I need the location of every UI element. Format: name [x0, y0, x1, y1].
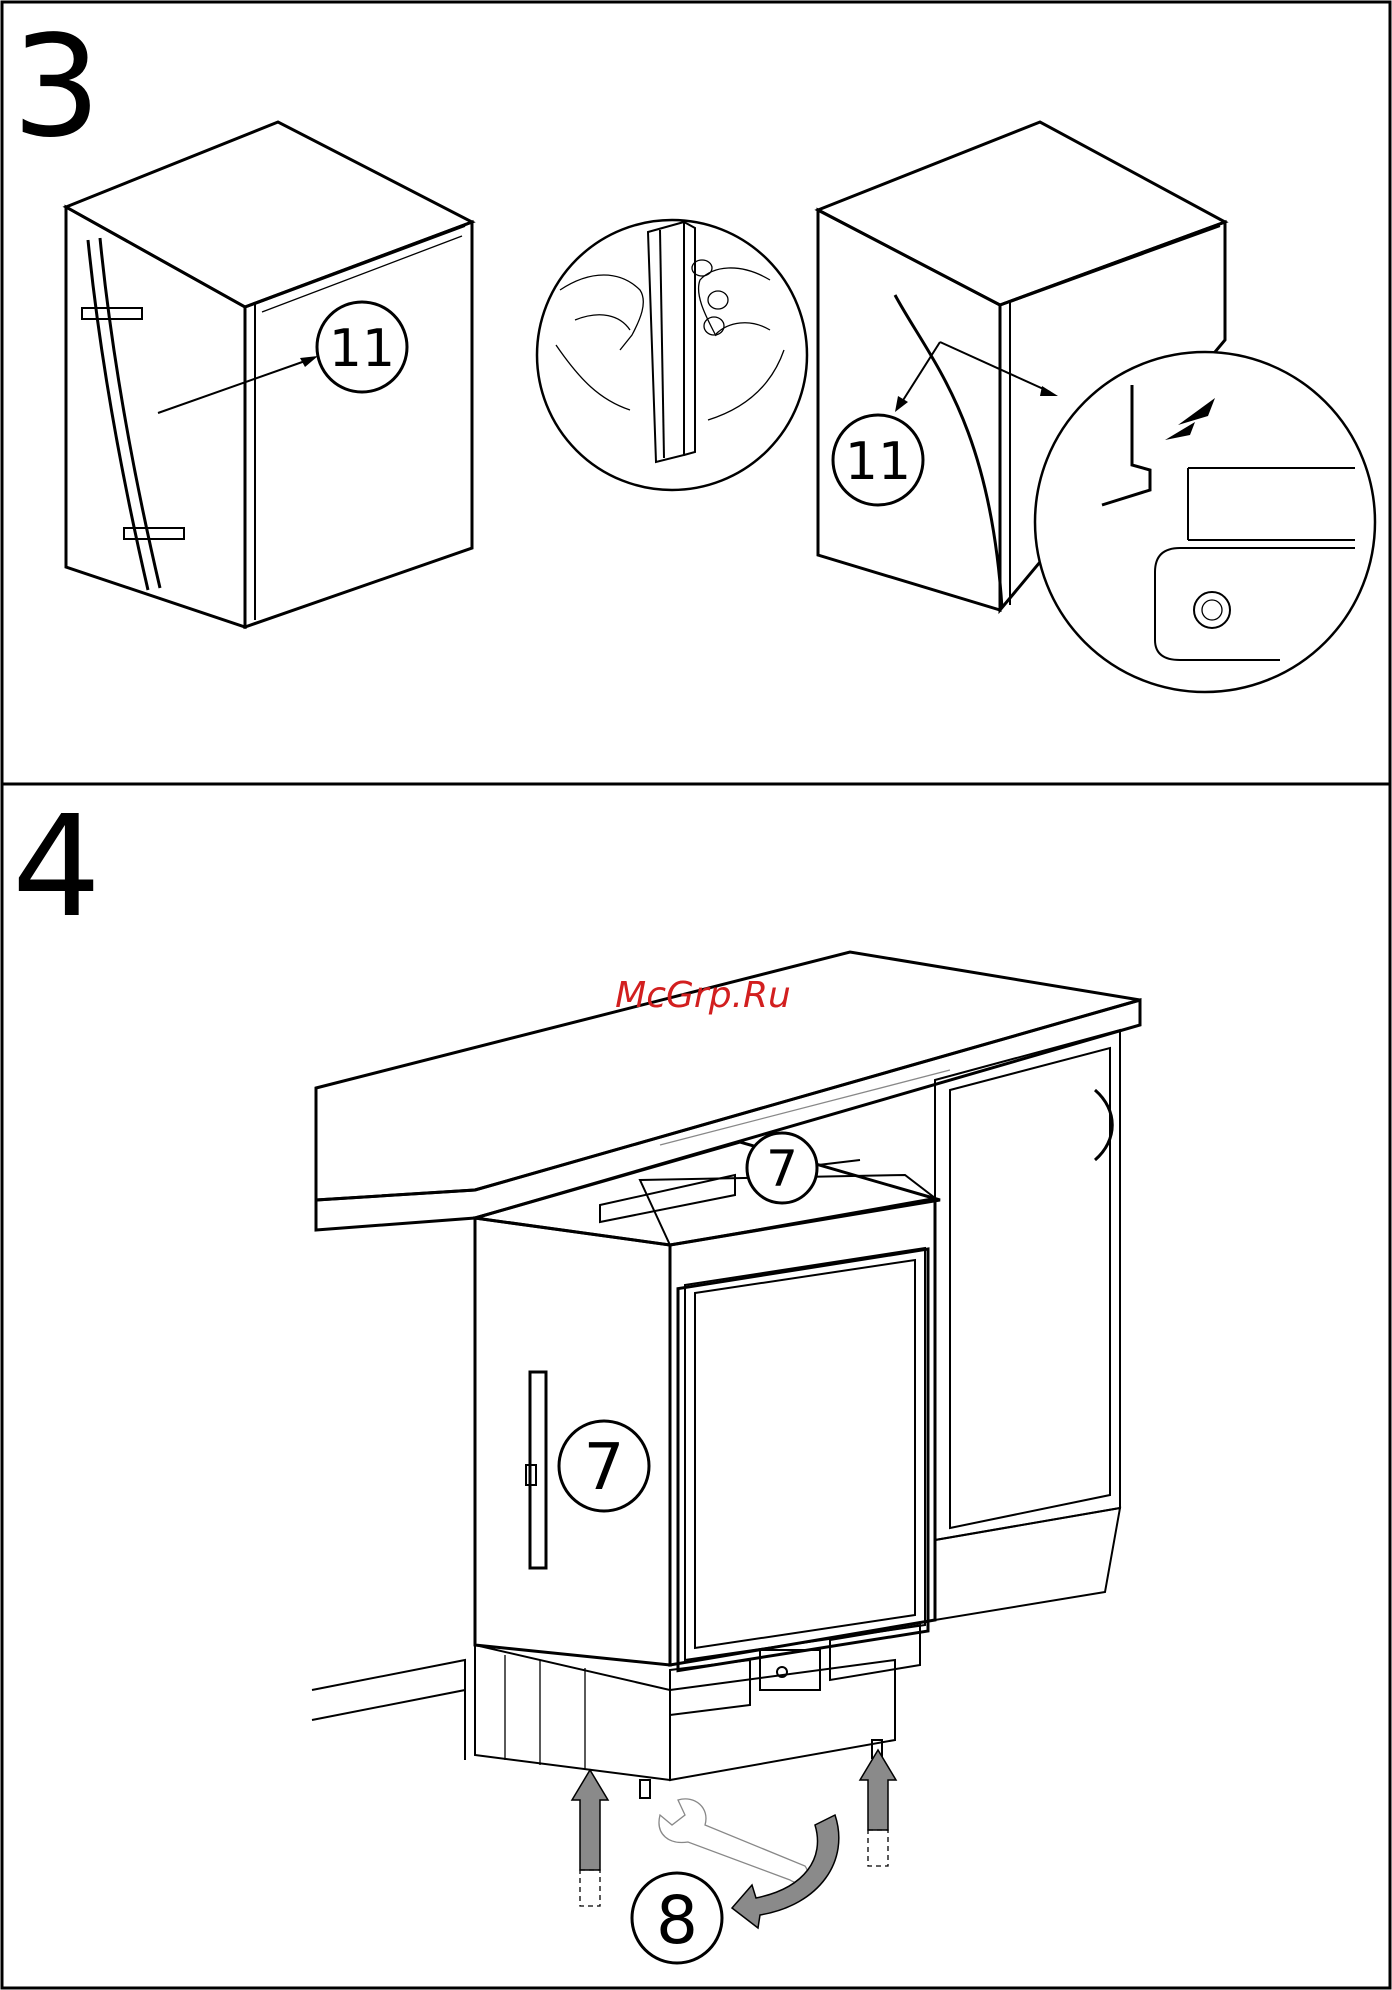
step4-callout-feet: 8 [632, 1873, 722, 1963]
step3-detail-hands [537, 220, 807, 490]
callout-right-label: 11 [845, 432, 911, 492]
step-4-number: 4 [12, 786, 101, 949]
step4-callout-door: 7 [559, 1421, 649, 1511]
step3-callout-left: 11 [317, 302, 407, 392]
callout-left-label: 11 [329, 319, 395, 379]
callout-door-label: 7 [584, 1431, 625, 1505]
step3-detail-seal-corner [1035, 352, 1375, 692]
callout-feet-label: 8 [656, 1882, 698, 1959]
step-3-number: 3 [12, 6, 101, 169]
callout-top-label: 7 [766, 1140, 798, 1198]
watermark-text: McGrp.Ru [615, 975, 791, 1016]
step3-callout-right: 11 [833, 415, 923, 505]
